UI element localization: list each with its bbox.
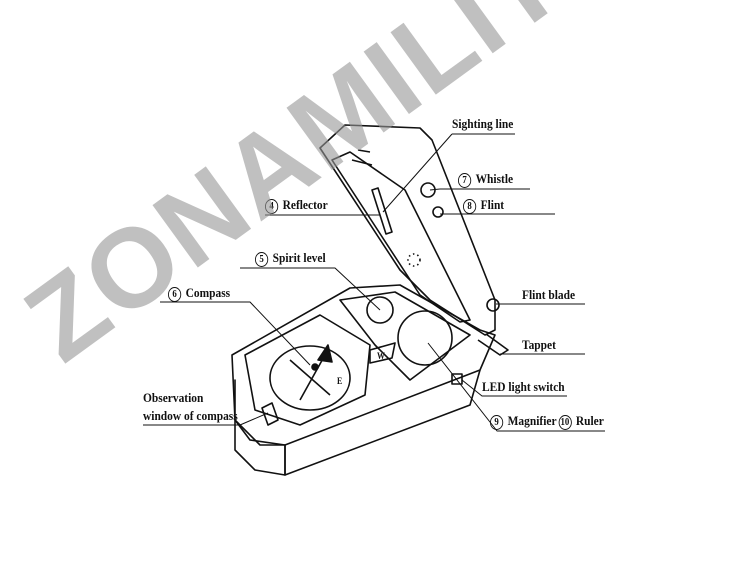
number-badge: 7: [458, 172, 472, 188]
label-text: Compass: [185, 285, 231, 300]
compass-needle: [289, 354, 331, 401]
compass-pivot: [311, 363, 319, 371]
label-text: Tappet: [522, 337, 556, 352]
label-text: window of compass: [143, 408, 238, 423]
label-text: Observation: [143, 390, 204, 405]
compass-dial: [269, 345, 351, 411]
number-badge: 6: [168, 286, 182, 302]
label-text: LED light switch: [482, 379, 565, 394]
base-front: [284, 369, 481, 476]
sighting-slot: [371, 187, 393, 235]
number-badge: 4: [265, 198, 279, 214]
compass-mark-e: E: [337, 376, 343, 386]
label-led-switch: LED light switch: [482, 380, 565, 393]
flint-piece: [432, 206, 444, 218]
label-text: Magnifier: [507, 413, 557, 428]
label-text: Whistle: [475, 171, 514, 186]
label-text: Sighting line: [452, 116, 514, 131]
upper-panel: [339, 291, 471, 381]
spirit-level: [366, 296, 394, 324]
number-badge: 9: [490, 414, 504, 430]
number-badge: 8: [463, 198, 477, 214]
base-side: [234, 379, 286, 476]
label-sighting-line: Sighting line: [452, 117, 513, 130]
observation-window: [261, 402, 279, 426]
compass-north-arrow: [317, 344, 333, 363]
flint-blade-part: [486, 298, 500, 312]
compass-panel: [244, 314, 371, 426]
lid-outline: [319, 124, 496, 336]
leader-lines: [143, 133, 605, 432]
label-text: Flint: [480, 197, 505, 212]
magnifier-lens: [397, 310, 453, 366]
label-text: Spirit level: [272, 250, 326, 265]
number-badge: 5: [255, 251, 269, 267]
label-text: Flint blade: [522, 287, 576, 302]
label-observation-window: Observation window of compass: [143, 391, 238, 422]
base-top: [231, 284, 496, 446]
compass-mark-w: W: [377, 351, 385, 361]
label-text: Ruler: [575, 413, 604, 428]
tappet-pin: [477, 333, 509, 356]
label-text: Reflector: [282, 197, 328, 212]
hinge: [351, 149, 373, 166]
ruler: [369, 342, 396, 364]
number-badge: 10: [558, 414, 572, 430]
reflector-mirror: [331, 151, 471, 323]
led-switch: [451, 373, 463, 385]
label-tappet: Tappet: [522, 338, 556, 351]
label-flint-blade: Flint blade: [522, 288, 575, 301]
speaker-holes: [407, 253, 421, 267]
